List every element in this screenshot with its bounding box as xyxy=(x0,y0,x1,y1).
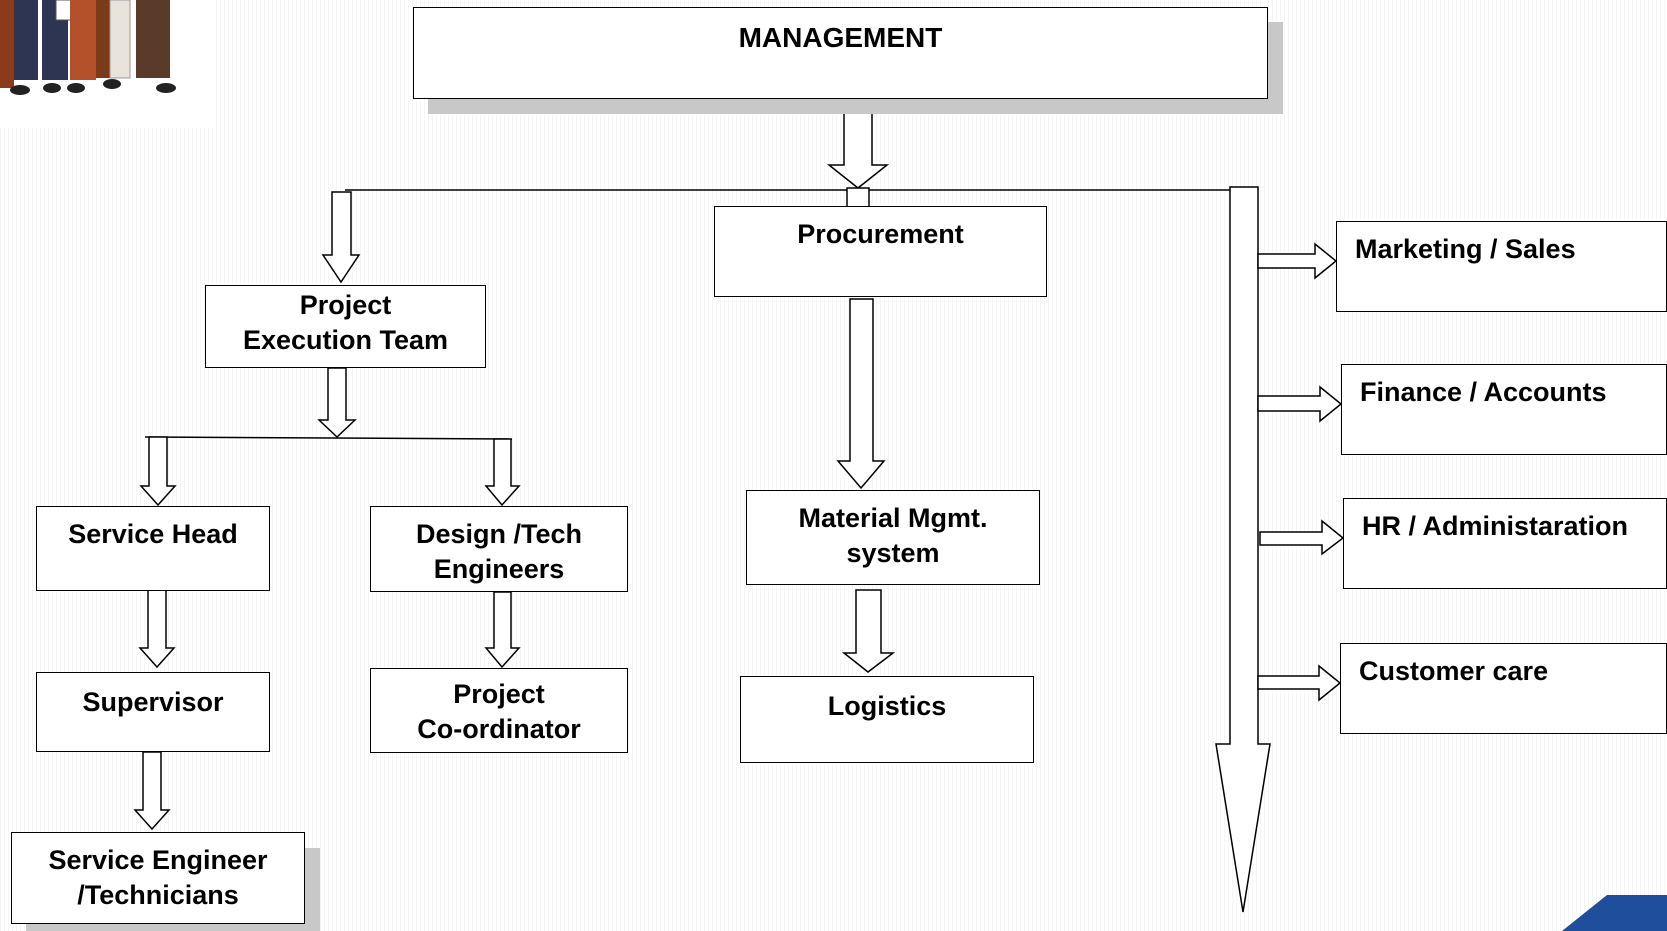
material-mgmt-system-label: Material Mgmt. system xyxy=(798,503,988,568)
logistics-box: Logistics xyxy=(740,676,1034,763)
procurement-box: Procurement xyxy=(714,206,1047,297)
marketing-sales-box: Marketing / Sales xyxy=(1336,221,1667,312)
service-head-label: Service Head xyxy=(68,519,238,549)
finance-accounts-box: Finance / Accounts xyxy=(1341,364,1667,455)
corner-triangle-decoration-icon xyxy=(1562,895,1667,931)
service-engineer-technicians-box: Service Engineer /Technicians xyxy=(11,832,305,924)
project-execution-team-label: Project Execution Team xyxy=(242,290,449,355)
people-illustration-icon xyxy=(0,0,215,128)
design-tech-engineers-box: Design /Tech Engineers xyxy=(370,506,628,592)
procurement-label: Procurement xyxy=(797,219,964,249)
project-coordinator-box: Project Co-ordinator xyxy=(370,668,628,753)
finance-accounts-label: Finance / Accounts xyxy=(1360,377,1607,407)
service-engineer-technicians-label: Service Engineer /Technicians xyxy=(48,845,268,910)
project-coordinator-label: Project Co-ordinator xyxy=(417,679,581,744)
customer-care-label: Customer care xyxy=(1359,656,1549,686)
management-label: MANAGEMENT xyxy=(738,22,943,53)
marketing-sales-label: Marketing / Sales xyxy=(1355,234,1576,264)
hr-administration-label: HR / Administaration xyxy=(1362,511,1629,541)
hr-administration-box: HR / Administaration xyxy=(1343,498,1667,589)
service-head-box: Service Head xyxy=(36,506,270,591)
supervisor-box: Supervisor xyxy=(36,672,270,752)
management-box: MANAGEMENT xyxy=(413,7,1268,99)
logistics-label: Logistics xyxy=(827,691,947,721)
customer-care-box: Customer care xyxy=(1340,643,1667,734)
supervisor-label: Supervisor xyxy=(82,687,224,717)
material-mgmt-system-box: Material Mgmt. system xyxy=(746,490,1040,585)
design-tech-engineers-label: Design /Tech Engineers xyxy=(415,519,583,584)
project-execution-team-box: Project Execution Team xyxy=(205,285,486,368)
